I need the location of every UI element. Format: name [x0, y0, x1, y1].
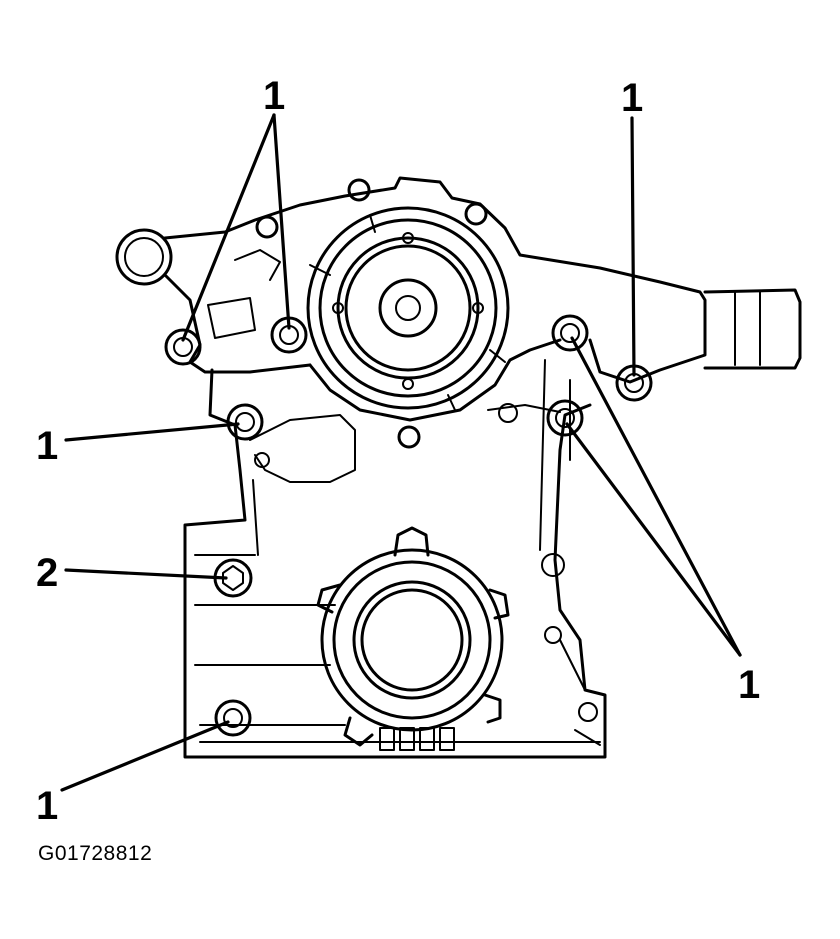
callout-label: 1 [738, 663, 761, 707]
bolt-1g [214, 699, 252, 737]
leader-c6 [60, 720, 230, 792]
callout-label: 1 [36, 424, 59, 468]
bolt-1e [551, 314, 589, 352]
inlet-pipe [115, 228, 173, 286]
pump-bolt [347, 178, 371, 202]
bolt-1d [226, 403, 264, 441]
pump-bolt [397, 425, 421, 449]
callout-label: 1 [36, 784, 59, 828]
leader-c1-b [272, 113, 291, 330]
crankshaft-seal-housing [316, 526, 510, 751]
outlet-pipe [703, 288, 802, 370]
pump-bolt [464, 202, 488, 226]
water-pump-pulley [306, 206, 510, 411]
water-pump-housing [115, 176, 802, 384]
leader-c1-a [181, 113, 276, 342]
pump-bolt [255, 215, 279, 239]
leader-c2 [630, 116, 636, 377]
callout-label: 1 [621, 76, 644, 120]
callout-label: 2 [36, 551, 59, 595]
bolt-1f [546, 399, 584, 437]
pump-bolts [255, 178, 488, 449]
leader-c5-b [565, 422, 742, 657]
bolt-1a [164, 328, 202, 366]
leader-c3 [64, 422, 240, 442]
leader-c4 [64, 568, 228, 580]
callout-label: 1 [263, 74, 286, 118]
figure-id: G01728812 [38, 842, 153, 865]
leader-c5-a [570, 336, 742, 657]
leader-lines [60, 113, 742, 792]
